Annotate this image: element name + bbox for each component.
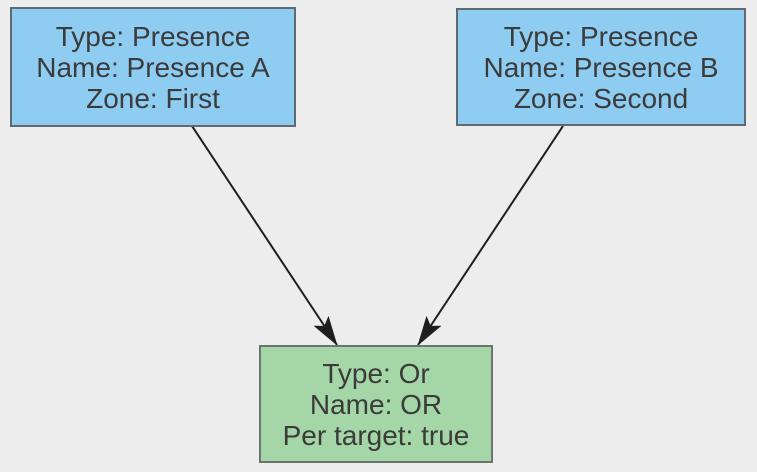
edge-presence-a-to-or	[191, 125, 338, 346]
node-presence-b: Type: Presence Name: Presence B Zone: Se…	[456, 8, 746, 126]
node-line-type: Type: Presence	[55, 20, 251, 52]
node-line-zone: Zone: Second	[513, 82, 689, 114]
node-line-name: Name: Presence A	[36, 51, 270, 83]
node-line-zone: Zone: First	[86, 82, 220, 114]
node-line-type: Type: Or	[322, 357, 430, 389]
node-line-type: Type: Presence	[503, 20, 699, 52]
node-or: Type: Or Name: OR Per target: true	[259, 345, 493, 463]
node-line-per-target: Per target: true	[282, 419, 470, 451]
node-line-name: Name: OR	[309, 388, 443, 420]
edge-presence-b-to-or	[417, 125, 564, 346]
node-line-name: Name: Presence B	[483, 51, 719, 83]
node-presence-a: Type: Presence Name: Presence A Zone: Fi…	[10, 7, 296, 127]
